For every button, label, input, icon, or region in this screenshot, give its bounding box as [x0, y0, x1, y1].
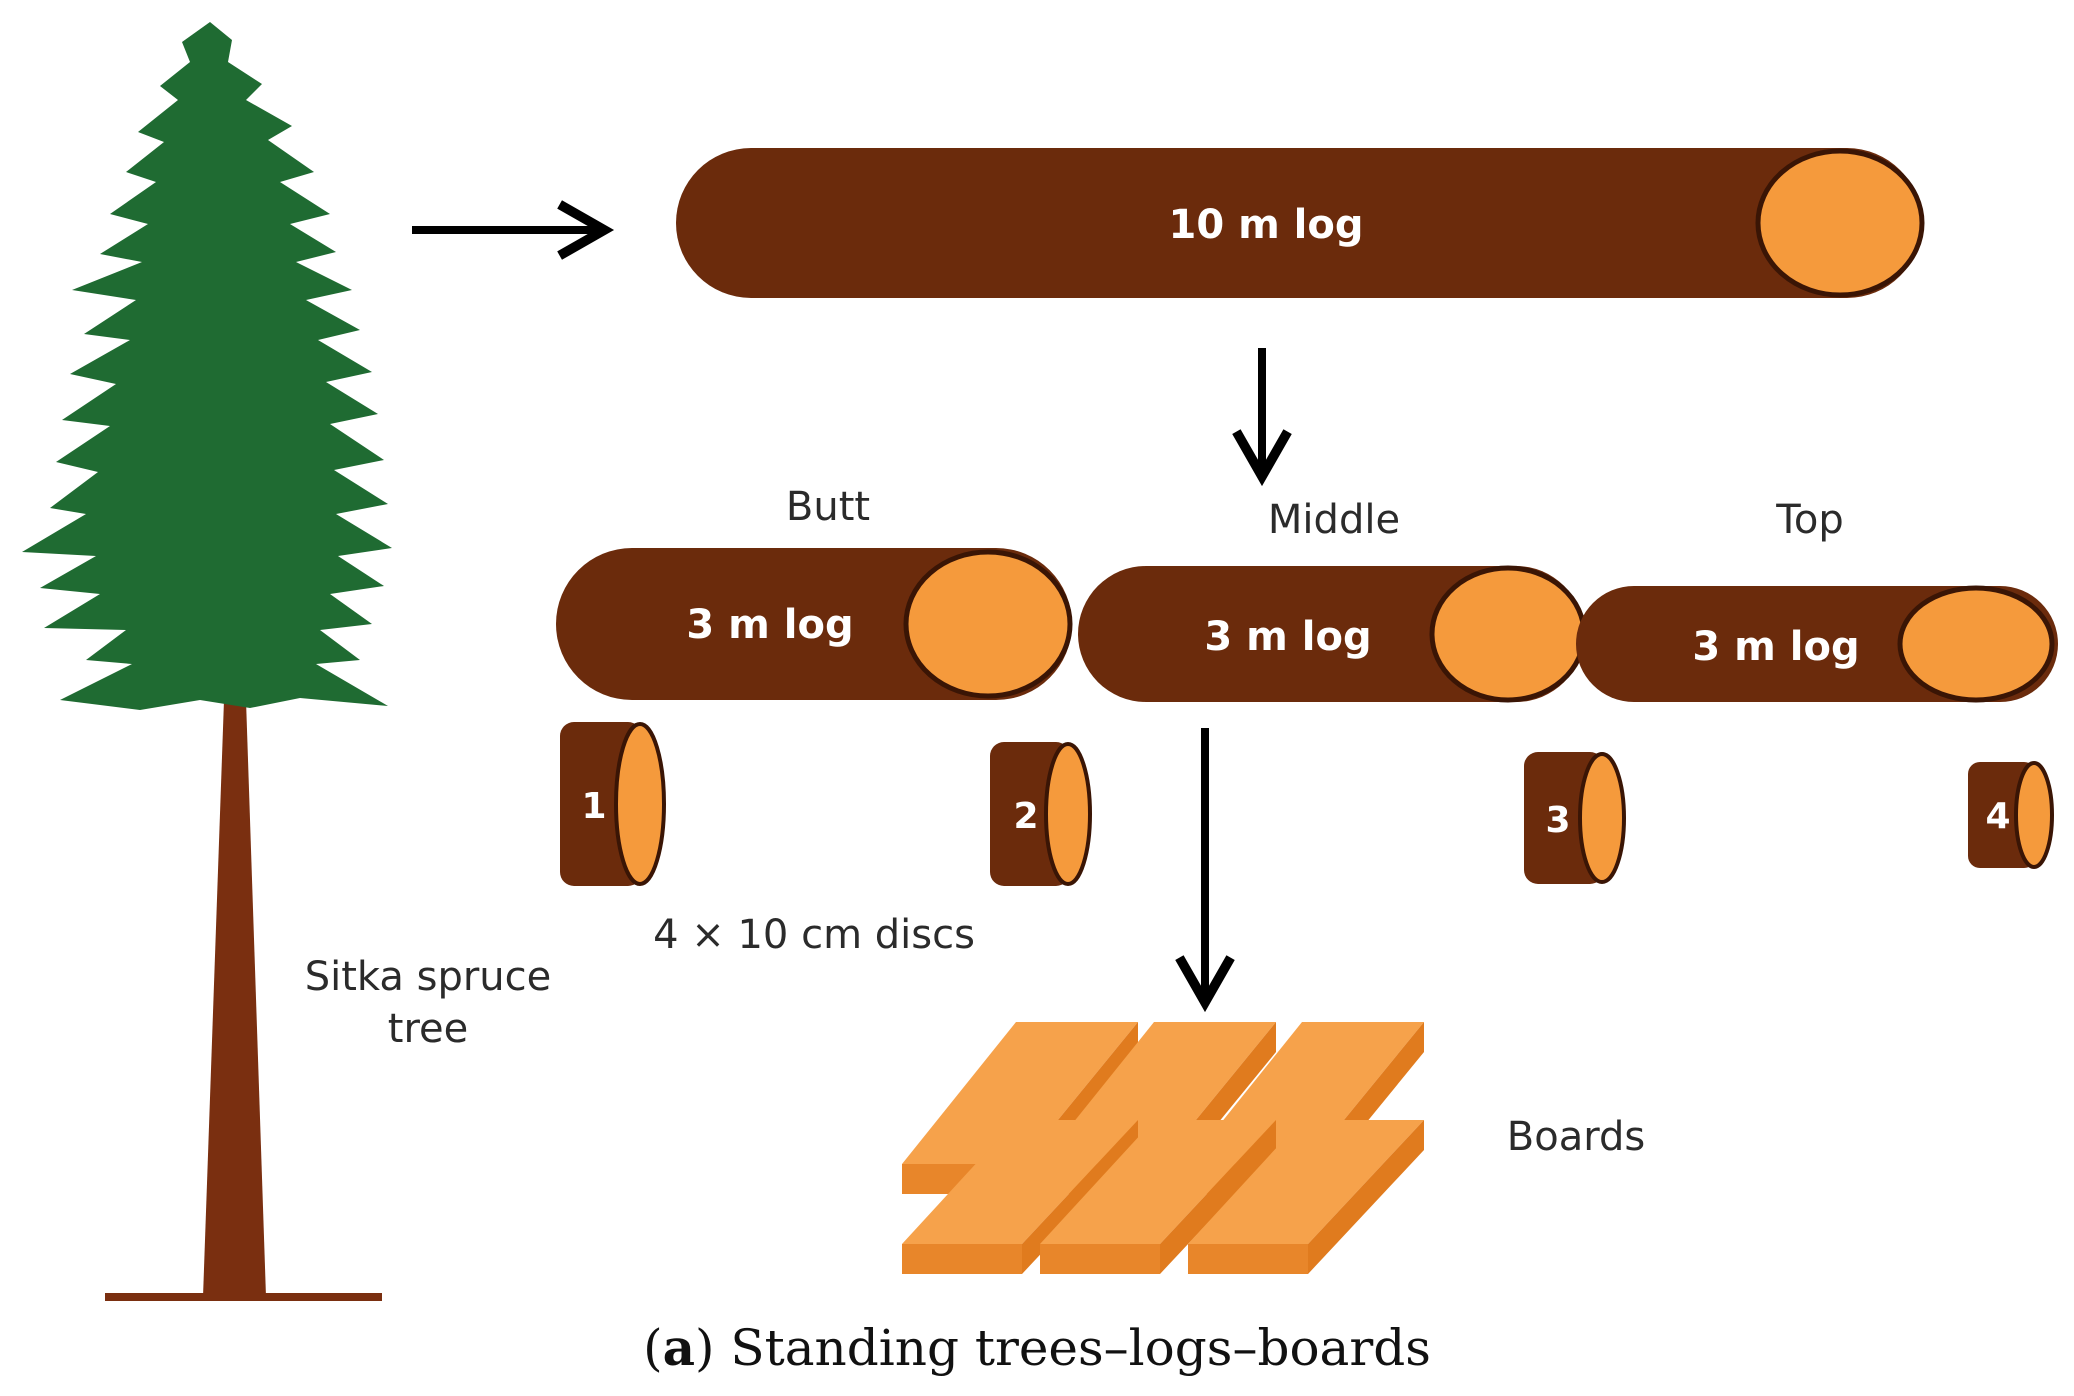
disc-2-end: [1044, 742, 1092, 886]
board: [1188, 1120, 1424, 1274]
disc-3-end: [1578, 752, 1626, 884]
boards-label: Boards: [1507, 1114, 1645, 1160]
big-log-end: [1755, 148, 1925, 298]
boards: [902, 1022, 1424, 1274]
disc-1: 1: [560, 722, 666, 886]
tree-label-line1: Sitka spruce: [305, 954, 552, 1000]
top-section: Top 3 m log: [1576, 497, 2058, 703]
big-log: 10 m log: [676, 148, 1925, 298]
caption-text: Standing trees–logs–boards: [730, 1319, 1431, 1377]
disc-1-label: 1: [581, 786, 606, 827]
butt-log-end: [903, 549, 1073, 699]
disc-2: 2: [990, 742, 1092, 886]
disc-3: 3: [1524, 752, 1626, 884]
middle-log-label: 3 m log: [1204, 614, 1371, 660]
big-log-body: [676, 148, 1922, 298]
section-name-middle: Middle: [1268, 497, 1400, 543]
butt-log-label: 3 m log: [686, 602, 853, 648]
tree-trunk: [203, 700, 266, 1297]
top-log-label: 3 m log: [1692, 624, 1859, 670]
butt-section: Butt 3 m log: [556, 484, 1073, 700]
middle-log-end: [1429, 565, 1587, 703]
disc-1-end: [614, 722, 666, 886]
sitka-spruce-tree: Sitka spruce tree: [22, 22, 552, 1301]
top-log-end: [1897, 585, 2055, 703]
middle-section: Middle 3 m log: [1078, 497, 1587, 703]
disc-3-label: 3: [1545, 800, 1570, 841]
board: [1040, 1120, 1276, 1274]
caption-letter: a: [662, 1318, 695, 1377]
big-log-label: 10 m log: [1168, 202, 1363, 248]
disc-4-end: [2014, 761, 2054, 869]
tree-label-line2: tree: [388, 1006, 468, 1052]
disc-4: 4: [1968, 761, 2054, 869]
disc-4-label: 4: [1985, 796, 2010, 837]
disc-2-label: 2: [1013, 796, 1038, 837]
tree-foliage: [22, 22, 392, 710]
section-name-butt: Butt: [786, 484, 870, 530]
figure-caption: (a) Standing trees–logs–boards: [643, 1318, 1431, 1377]
section-name-top: Top: [1775, 497, 1844, 543]
discs-label: 4 × 10 cm discs: [653, 912, 975, 958]
